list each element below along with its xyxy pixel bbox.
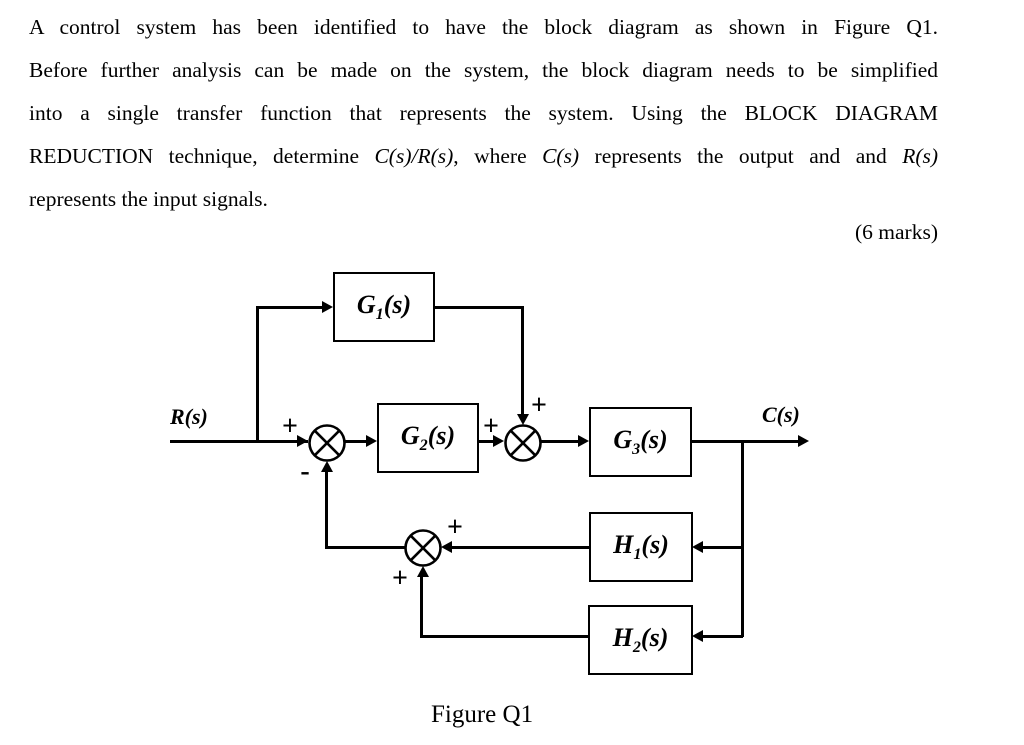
summing-junction-icon <box>504 424 542 462</box>
line-g1-out-horizontal <box>434 306 524 309</box>
sum2-plus-top-sign: + <box>531 390 547 421</box>
sum1-plus-sign: + <box>282 411 298 442</box>
block-g2: G2(s) <box>377 403 479 473</box>
block-h2-label: H2(s) <box>612 622 669 657</box>
sum1-bottom-arrowhead-icon <box>321 461 333 472</box>
line-output-branch-down <box>741 440 744 637</box>
paragraph-line-3: into a single transfer function that rep… <box>29 101 938 125</box>
block-g1-label: G1(s) <box>356 289 412 324</box>
g2-input-arrowhead-icon <box>366 435 377 447</box>
h1-input-arrowhead-icon <box>692 541 703 553</box>
summing-junction-icon <box>308 424 346 462</box>
g1-input-arrowhead-icon <box>322 301 333 313</box>
summing-junction-icon <box>404 529 442 567</box>
sum3-plus-top-sign: + <box>447 512 463 543</box>
line-input <box>170 440 308 443</box>
paragraph-line-1: A control system has been identified to … <box>29 15 938 39</box>
line-sum3-out-horizontal <box>325 546 405 549</box>
sum3-right-arrowhead-icon <box>441 541 452 553</box>
block-g1: G1(s) <box>333 272 435 342</box>
line-sum3-out-vertical <box>325 470 328 548</box>
output-signal-label: C(s) <box>762 402 800 427</box>
line-branch-up <box>256 306 259 442</box>
line-tap-to-h1 <box>701 546 743 549</box>
paragraph-line-2: Before further analysis can be made on t… <box>29 58 938 82</box>
line-g3-to-output <box>691 440 800 443</box>
block-h1-label: H1(s) <box>613 529 669 564</box>
block-h2: H2(s) <box>588 605 693 675</box>
line-sum2-to-g3 <box>541 440 581 443</box>
block-h1: H1(s) <box>589 512 693 582</box>
marks-label: (6 marks) <box>855 220 938 244</box>
figure-caption: Figure Q1 <box>431 701 534 728</box>
summing-junction-3 <box>404 529 442 567</box>
line-h1-to-sum3 <box>449 546 590 549</box>
block-g3-label: G3(s) <box>613 424 668 459</box>
line-g1-out-vertical <box>521 306 524 416</box>
summing-junction-1 <box>308 424 346 462</box>
sum2-input-arrowhead-icon <box>493 435 504 447</box>
line-g2-to-sum2 <box>479 440 496 443</box>
sum3-bottom-arrowhead-icon <box>417 566 429 577</box>
line-h2-out-vertical <box>420 575 423 637</box>
sum1-input-arrowhead-icon <box>297 435 308 447</box>
line-sum1-to-g2 <box>345 440 369 443</box>
paragraph-line-5: represents the input signals. <box>29 187 268 211</box>
g3-input-arrowhead-icon <box>578 435 589 447</box>
sum2-plus-left-sign: + <box>483 411 499 442</box>
output-arrowhead-icon <box>798 435 809 447</box>
sum1-minus-sign: - <box>300 456 310 487</box>
line-branch-to-g1 <box>256 306 324 309</box>
sum2-top-arrowhead-icon <box>517 414 529 425</box>
line-h2-out-horizontal <box>420 635 590 638</box>
block-g3: G3(s) <box>589 407 692 477</box>
summing-junction-2 <box>504 424 542 462</box>
question-paragraph: A control system has been identified to … <box>29 6 938 221</box>
h2-input-arrowhead-icon <box>692 630 703 642</box>
line-tap-to-h2 <box>701 635 743 638</box>
paragraph-line-4: REDUCTION technique, determine C(s)/R(s)… <box>29 144 938 168</box>
sum3-plus-bottom-sign: + <box>392 563 408 594</box>
block-g2-label: G2(s) <box>400 420 456 455</box>
input-signal-label: R(s) <box>170 404 208 429</box>
